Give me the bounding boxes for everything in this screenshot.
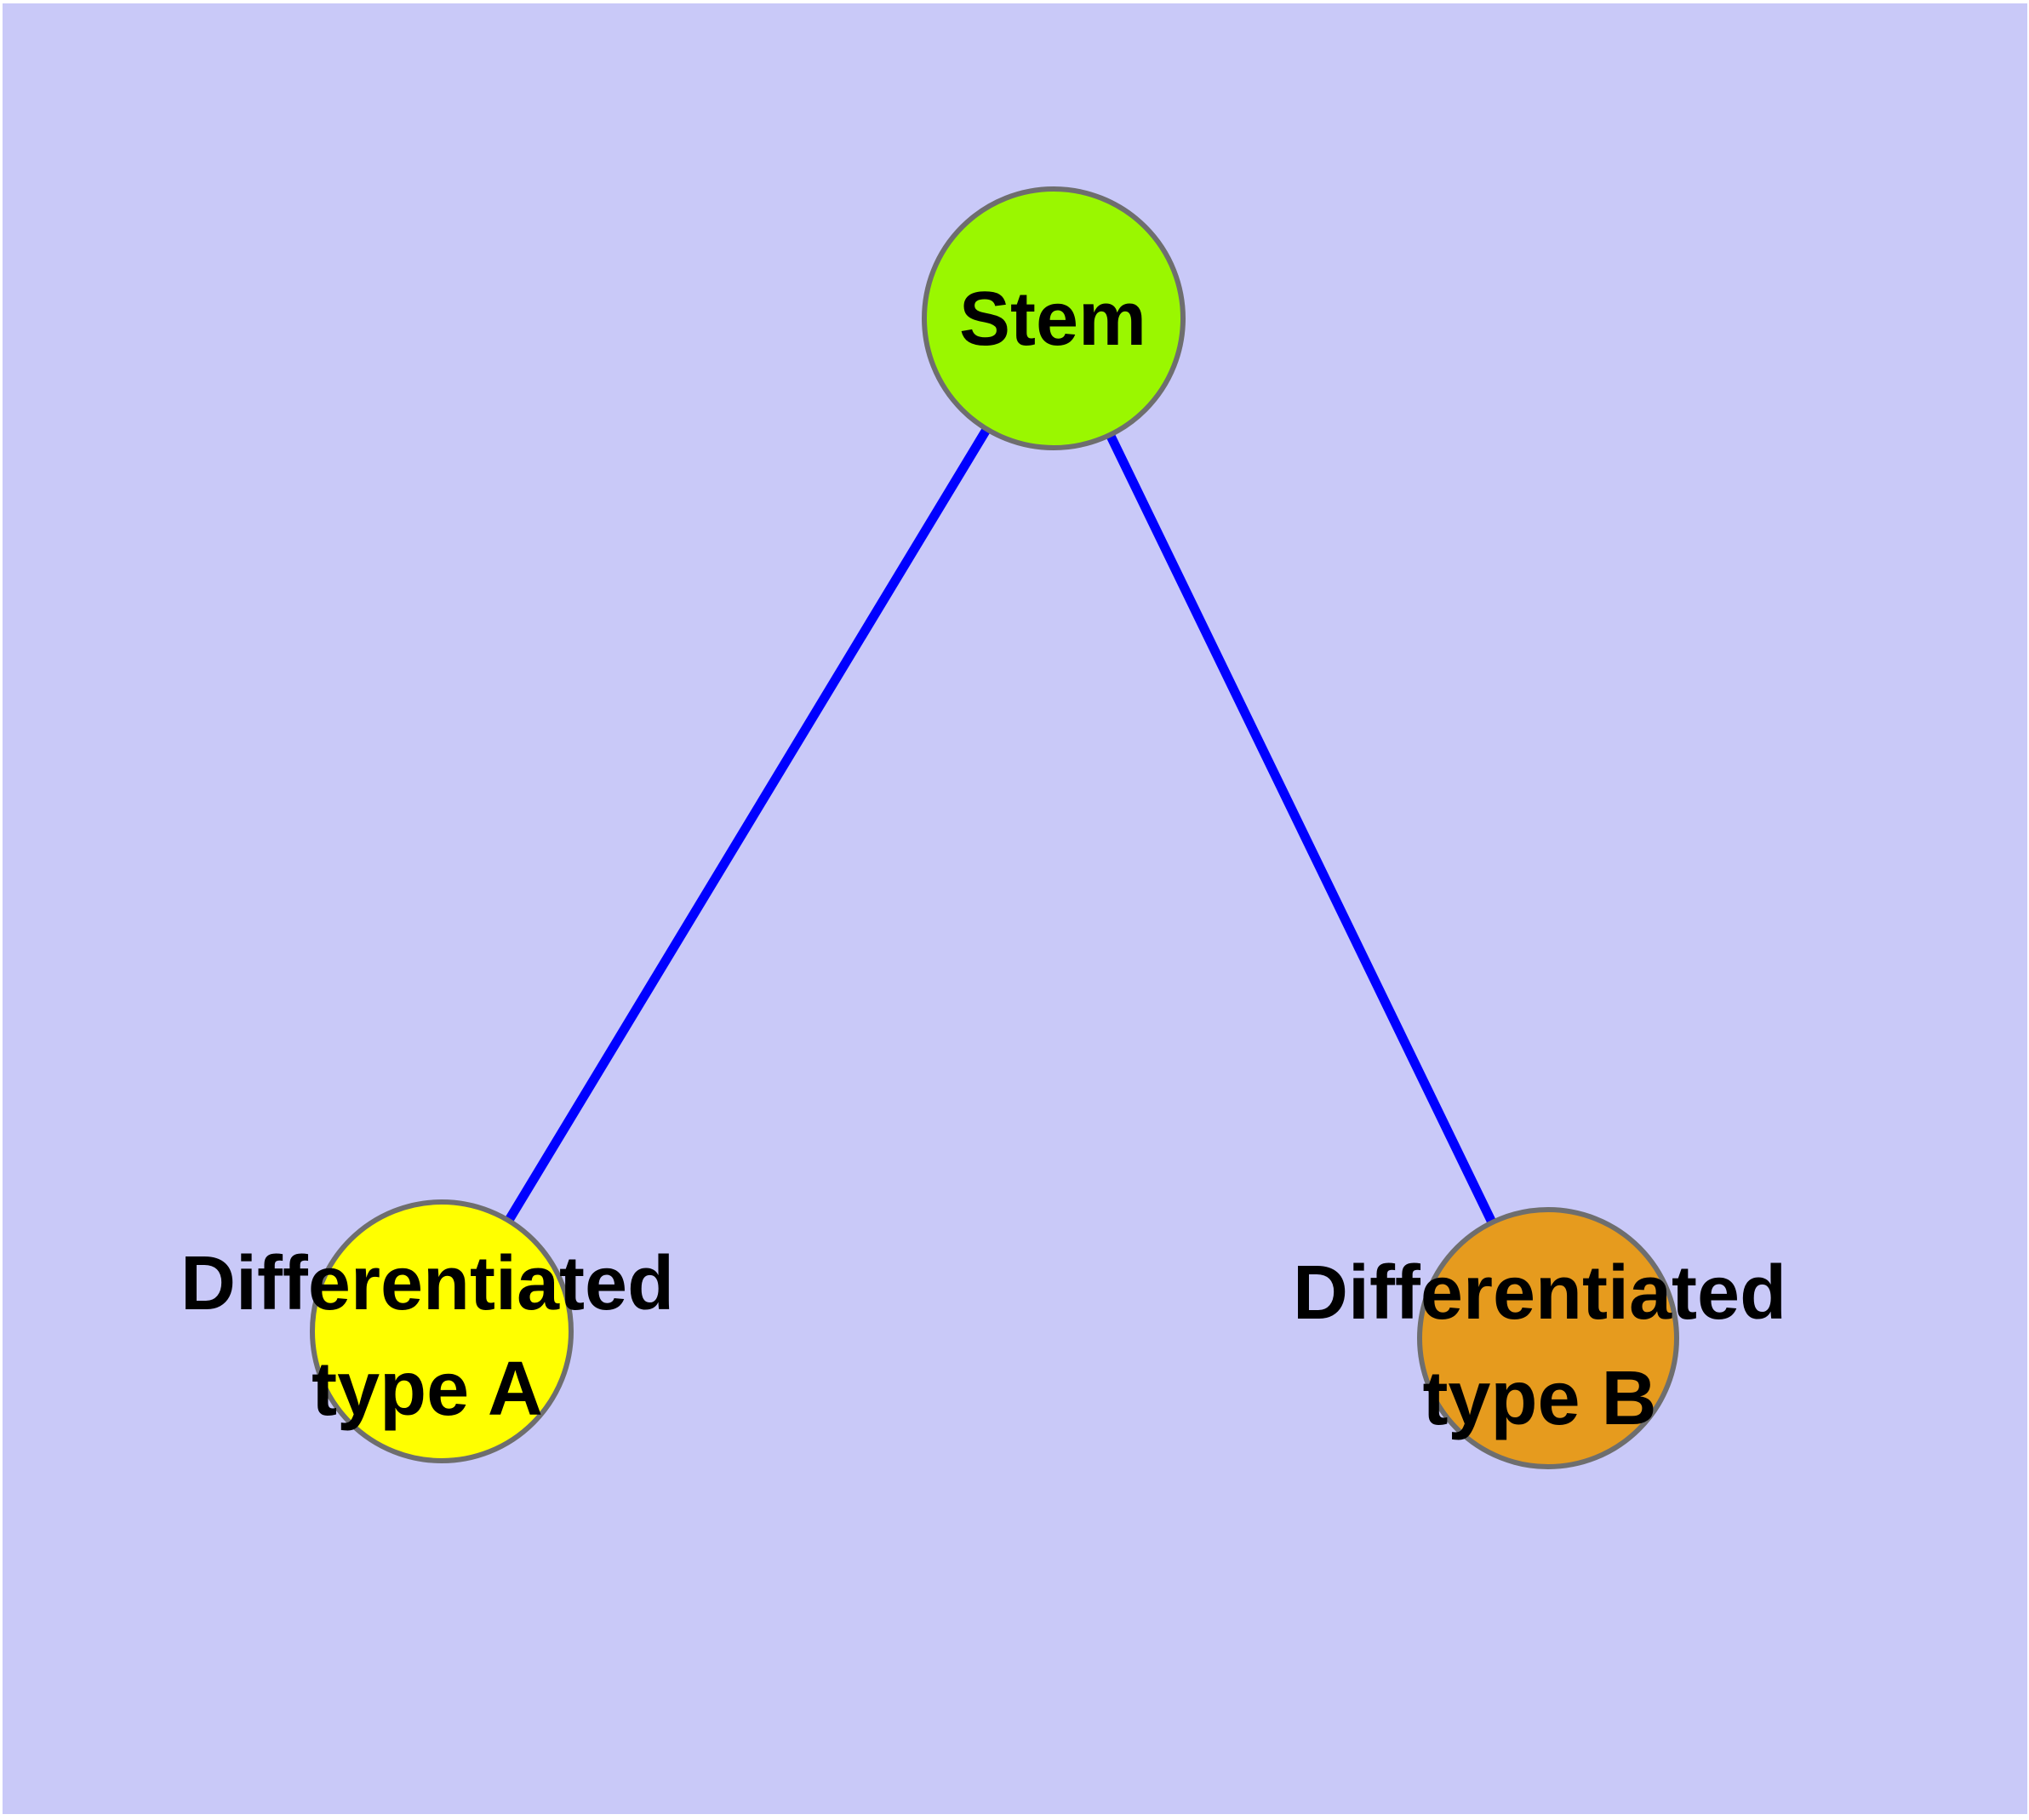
edge-stem-to-type-b [1049, 316, 1552, 1341]
stem-node [922, 186, 1186, 450]
type-a-node [310, 1199, 574, 1463]
type-b-node [1417, 1207, 1679, 1469]
edge-stem-to-type-a [437, 316, 1058, 1334]
